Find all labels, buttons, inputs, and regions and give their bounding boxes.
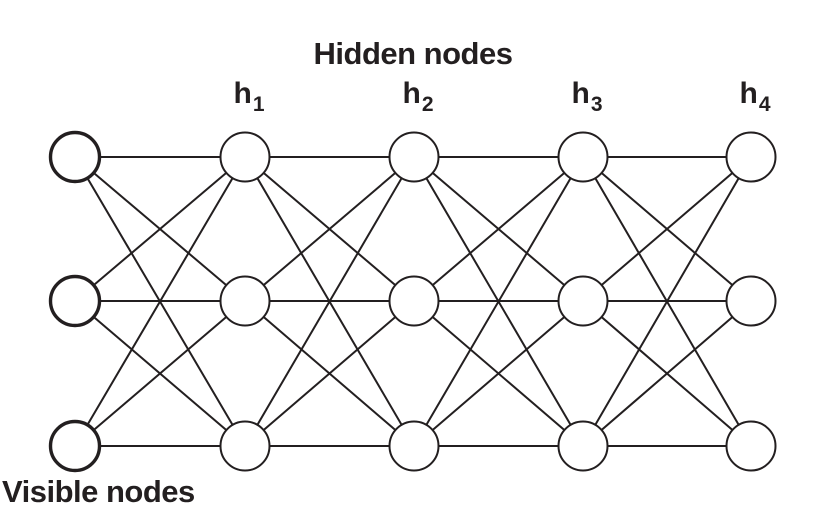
hidden-node-label-subscript: 1 [252, 93, 265, 116]
hidden-node-circle [388, 420, 440, 472]
hidden-node-circle [557, 420, 609, 472]
edge-line [582, 300, 752, 447]
hidden-node-label-base: h [233, 77, 252, 110]
edge-line [244, 300, 415, 447]
hidden-node-label-subscript: 3 [590, 93, 603, 116]
hidden-node-circle [388, 275, 440, 327]
hidden-node-label-base: h [739, 77, 758, 110]
hidden-node-circle [219, 420, 271, 472]
hidden-node-circle [557, 275, 609, 327]
visible-node-circle [48, 130, 102, 184]
hidden-nodes-title: Hidden nodes [313, 36, 513, 71]
hidden-node-label-subscript: 2 [421, 93, 434, 116]
hidden-node-circle [725, 275, 777, 327]
hidden-node-label-base: h [571, 77, 590, 110]
visible-node-circle [48, 274, 102, 328]
hidden-node-label: h2 [402, 77, 433, 116]
edge-line [582, 156, 752, 447]
hidden-node-circle [725, 131, 777, 183]
hidden-node-label: h3 [571, 77, 602, 116]
edge-line [74, 156, 246, 447]
hidden-node-label-subscript: 4 [758, 93, 771, 116]
hidden-node-circle [219, 131, 271, 183]
hidden-node-circle [388, 131, 440, 183]
edge-line [74, 156, 246, 302]
hidden-node-circle [557, 131, 609, 183]
edge-line [244, 156, 415, 447]
hidden-node-label: h1 [233, 77, 264, 116]
visible-nodes-label: Visible nodes [2, 474, 195, 509]
edge-line [582, 156, 752, 302]
edge-line [413, 300, 584, 447]
hidden-node-circle [219, 275, 271, 327]
edge-line [413, 156, 584, 302]
hidden-node-label-base: h [402, 77, 421, 110]
edge-line [74, 300, 246, 447]
edge-line [244, 156, 415, 302]
hidden-node-circle [725, 420, 777, 472]
visible-node-circle [48, 419, 102, 473]
hidden-node-label: h4 [739, 77, 770, 116]
edge-line [413, 156, 584, 447]
